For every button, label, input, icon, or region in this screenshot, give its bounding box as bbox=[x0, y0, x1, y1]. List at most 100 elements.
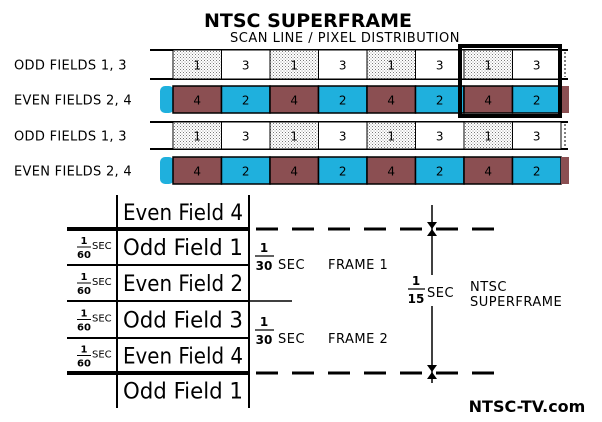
row-label-2: EVEN FIELDS 2, 4 bbox=[14, 94, 132, 109]
field-name-4: Odd Field 3 bbox=[123, 309, 243, 334]
pixel-cell-number: 1 bbox=[193, 130, 201, 144]
pixel-cell-number: 2 bbox=[242, 94, 250, 108]
pixel-cell-number: 1 bbox=[484, 59, 492, 73]
field-name-6: Odd Field 1 bbox=[123, 380, 243, 405]
superframe-label-2: SUPERFRAME bbox=[470, 295, 562, 310]
pixel-cell bbox=[172, 49, 222, 80]
pixel-cell-number: 4 bbox=[484, 165, 492, 179]
svg-text:1: 1 bbox=[81, 345, 88, 356]
row-label-1: ODD FIELDS 1, 3 bbox=[14, 59, 127, 74]
row-label-4: EVEN FIELDS 2, 4 bbox=[14, 165, 132, 180]
pixel-cell-number: 4 bbox=[484, 94, 492, 108]
brand-logo-text: NTSC-TV.com bbox=[469, 397, 586, 416]
pixel-cell-number: 3 bbox=[436, 59, 444, 73]
pixel-cell-number: 2 bbox=[533, 165, 541, 179]
pixel-cell-number: 2 bbox=[533, 94, 541, 108]
pixel-cell bbox=[317, 85, 368, 114]
superframe-num: 1 bbox=[412, 274, 420, 288]
pixel-cell bbox=[172, 85, 223, 114]
pixel-cell-number: 4 bbox=[387, 165, 395, 179]
field-name-3: Even Field 2 bbox=[123, 272, 243, 297]
row-end-marker bbox=[561, 86, 569, 113]
svg-text:SEC: SEC bbox=[92, 241, 112, 252]
highlight-box bbox=[458, 44, 562, 118]
pixel-cell bbox=[269, 156, 320, 185]
pixel-cell bbox=[512, 49, 562, 80]
pixel-cell-number: 1 bbox=[290, 130, 298, 144]
row-label-3: ODD FIELDS 1, 3 bbox=[14, 130, 127, 145]
superframe-arrow-bottom-in bbox=[427, 372, 437, 379]
pixel-cell bbox=[366, 85, 417, 114]
pixel-cell bbox=[318, 49, 368, 80]
field-name-2: Odd Field 1 bbox=[123, 236, 243, 261]
pixel-cell-number: 3 bbox=[436, 130, 444, 144]
pixel-cell bbox=[414, 156, 465, 185]
pixel-cell-number: 2 bbox=[436, 94, 444, 108]
superframe-duration: 1 15 SEC bbox=[408, 274, 454, 306]
superframe-arrow-bottom bbox=[427, 365, 437, 372]
pixel-cell-number: 1 bbox=[290, 59, 298, 73]
svg-text:60: 60 bbox=[77, 323, 91, 334]
svg-text:60: 60 bbox=[77, 286, 91, 297]
frame-2-num: 1 bbox=[260, 315, 268, 329]
pixel-cell-number: 1 bbox=[387, 59, 395, 73]
pixel-cell-number: 4 bbox=[387, 94, 395, 108]
pixel-cell bbox=[366, 49, 416, 80]
pixel-cell bbox=[269, 121, 319, 150]
pixel-cell bbox=[463, 121, 513, 150]
diagram-title: NTSC SUPERFRAME bbox=[204, 10, 412, 32]
frame-1-duration: 1 30 SEC bbox=[255, 241, 305, 273]
frame-2-den: 30 bbox=[256, 333, 273, 347]
superframe-arrow-top bbox=[427, 222, 437, 229]
svg-text:1: 1 bbox=[81, 272, 88, 283]
field-name-1: Even Field 4 bbox=[123, 201, 243, 226]
pixel-cell-number: 3 bbox=[339, 59, 347, 73]
frame-2-unit: SEC bbox=[278, 332, 305, 347]
pixel-cell bbox=[463, 156, 514, 185]
pixel-cell bbox=[414, 85, 465, 114]
superframe-unit: SEC bbox=[427, 286, 454, 301]
pixel-cell-number: 3 bbox=[339, 130, 347, 144]
frame-1-den: 30 bbox=[256, 259, 273, 273]
timeline: Even Field 4 Odd Field 1 Even Field 2 Odd F… bbox=[67, 195, 562, 408]
frame-1-unit: SEC bbox=[278, 258, 305, 273]
pixel-cell-number: 2 bbox=[242, 165, 250, 179]
pixel-cell bbox=[511, 156, 562, 185]
svg-text:SEC: SEC bbox=[92, 277, 112, 288]
pixel-cell bbox=[317, 156, 368, 185]
pixel-cell-number: 3 bbox=[242, 59, 250, 73]
pixel-cell-number: 4 bbox=[193, 94, 201, 108]
pixel-cell bbox=[172, 121, 222, 150]
pixel-cell-number: 3 bbox=[533, 130, 541, 144]
row-start-marker bbox=[160, 157, 174, 184]
pixel-cell bbox=[512, 121, 562, 150]
superframe-label-1: NTSC bbox=[470, 280, 507, 295]
pixel-cell-number: 4 bbox=[193, 165, 201, 179]
pixel-cell bbox=[220, 156, 271, 185]
pixel-cell bbox=[318, 121, 368, 150]
frame-2-label: FRAME 2 bbox=[328, 332, 388, 347]
pixel-cell-number: 2 bbox=[436, 165, 444, 179]
svg-text:60: 60 bbox=[77, 359, 91, 370]
svg-text:60: 60 bbox=[77, 250, 91, 261]
superframe-den: 15 bbox=[408, 292, 425, 306]
pixel-cell-number: 2 bbox=[339, 94, 347, 108]
diagram-subtitle: SCAN LINE / PIXEL DISTRIBUTION bbox=[230, 31, 460, 46]
superframe-arrow-top-in bbox=[427, 229, 437, 236]
pixel-cell-number: 1 bbox=[484, 130, 492, 144]
pixel-cell bbox=[463, 49, 513, 80]
frame-1-label: FRAME 1 bbox=[328, 258, 388, 273]
row-end-marker bbox=[561, 157, 569, 184]
pixel-cell-number: 3 bbox=[242, 130, 250, 144]
pixel-cell-number: 3 bbox=[533, 59, 541, 73]
svg-text:SEC: SEC bbox=[92, 350, 112, 361]
field-name-5: Even Field 4 bbox=[123, 345, 243, 370]
svg-text:1: 1 bbox=[81, 236, 88, 247]
pixel-cell-number: 1 bbox=[193, 59, 201, 73]
row-start-marker bbox=[160, 86, 174, 113]
pixel-cell-number: 2 bbox=[339, 165, 347, 179]
